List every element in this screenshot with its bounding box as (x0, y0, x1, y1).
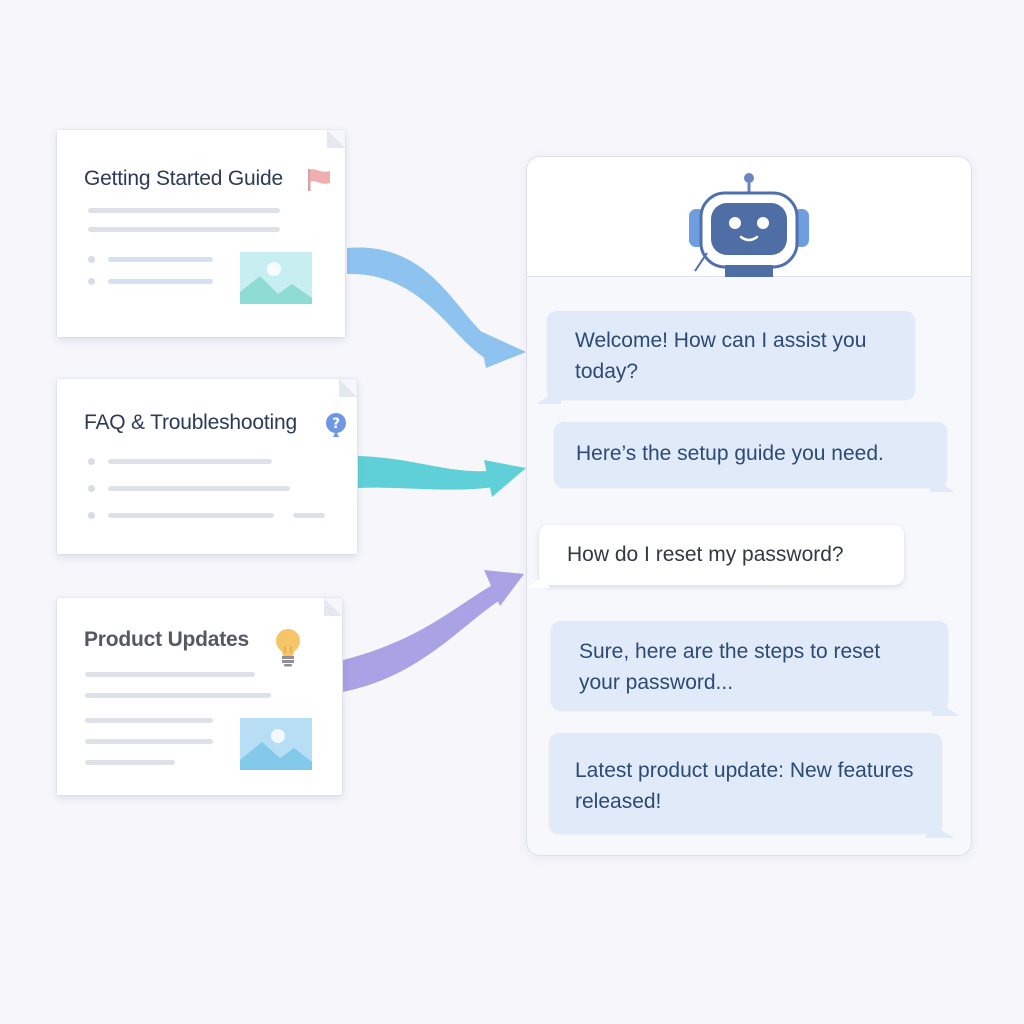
document-card-product-updates: Product Updates (57, 598, 342, 795)
document-title: Getting Started Guide (84, 167, 283, 190)
text-line (85, 739, 213, 744)
image-thumbnail-icon (240, 718, 312, 770)
chat-message-bot: Sure, here are the steps to reset your p… (551, 621, 948, 710)
page-fold (324, 598, 342, 616)
bullet (88, 458, 95, 465)
text-line (108, 257, 213, 262)
document-card-getting-started: Getting Started Guide (57, 130, 345, 337)
document-title: FAQ & Troubleshooting (84, 411, 297, 434)
message-text: How do I reset my password? (567, 543, 844, 566)
chat-message-bot: Latest product update: New features rele… (549, 733, 942, 833)
text-line (85, 693, 271, 698)
bubble-tail (930, 474, 954, 492)
bubble-tail (926, 820, 954, 838)
text-line (88, 208, 280, 213)
message-text: Latest product update: New features rele… (575, 759, 914, 813)
chat-message-bot: Welcome! How can I assist you today? (547, 311, 915, 399)
text-line (108, 513, 274, 518)
page-fold (339, 379, 357, 397)
text-line (108, 486, 290, 491)
bubble-tail (527, 572, 549, 588)
bullet (88, 278, 95, 285)
text-line (85, 672, 255, 677)
arrow-getting-started-to-chat (347, 247, 502, 364)
page-fold (327, 130, 345, 148)
text-line (293, 513, 325, 518)
text-line (85, 760, 175, 765)
text-line (85, 718, 213, 723)
arrowhead-1 (478, 330, 526, 368)
bubble-tail (932, 698, 960, 716)
arrow-updates-to-chat (343, 584, 500, 692)
lightbulb-icon (276, 629, 300, 667)
message-text: Here’s the setup guide you need. (576, 442, 884, 465)
bullet (88, 256, 95, 263)
arrowhead-2 (484, 460, 526, 497)
message-text: Sure, here are the steps to reset your p… (579, 640, 881, 694)
arrowhead-3 (484, 570, 524, 606)
document-card-faq: FAQ & Troubleshooting ? (57, 379, 357, 554)
question-mark-icon: ? (326, 413, 346, 437)
text-line (88, 227, 280, 232)
bullet (88, 485, 95, 492)
robot-icon (689, 173, 809, 277)
text-line (108, 459, 272, 464)
image-thumbnail-icon (240, 252, 312, 304)
document-title: Product Updates (84, 628, 250, 651)
bubble-tail (537, 386, 561, 404)
message-text: Welcome! How can I assist you today? (575, 329, 867, 383)
chat-message-bot: Here’s the setup guide you need. (554, 422, 947, 487)
arrow-faq-to-chat (358, 456, 502, 490)
flag-icon (308, 169, 330, 191)
bullet (88, 512, 95, 519)
chat-header (527, 157, 971, 277)
text-line (108, 279, 213, 284)
chat-message-user: How do I reset my password? (539, 525, 904, 585)
svg-text:?: ? (332, 416, 340, 432)
